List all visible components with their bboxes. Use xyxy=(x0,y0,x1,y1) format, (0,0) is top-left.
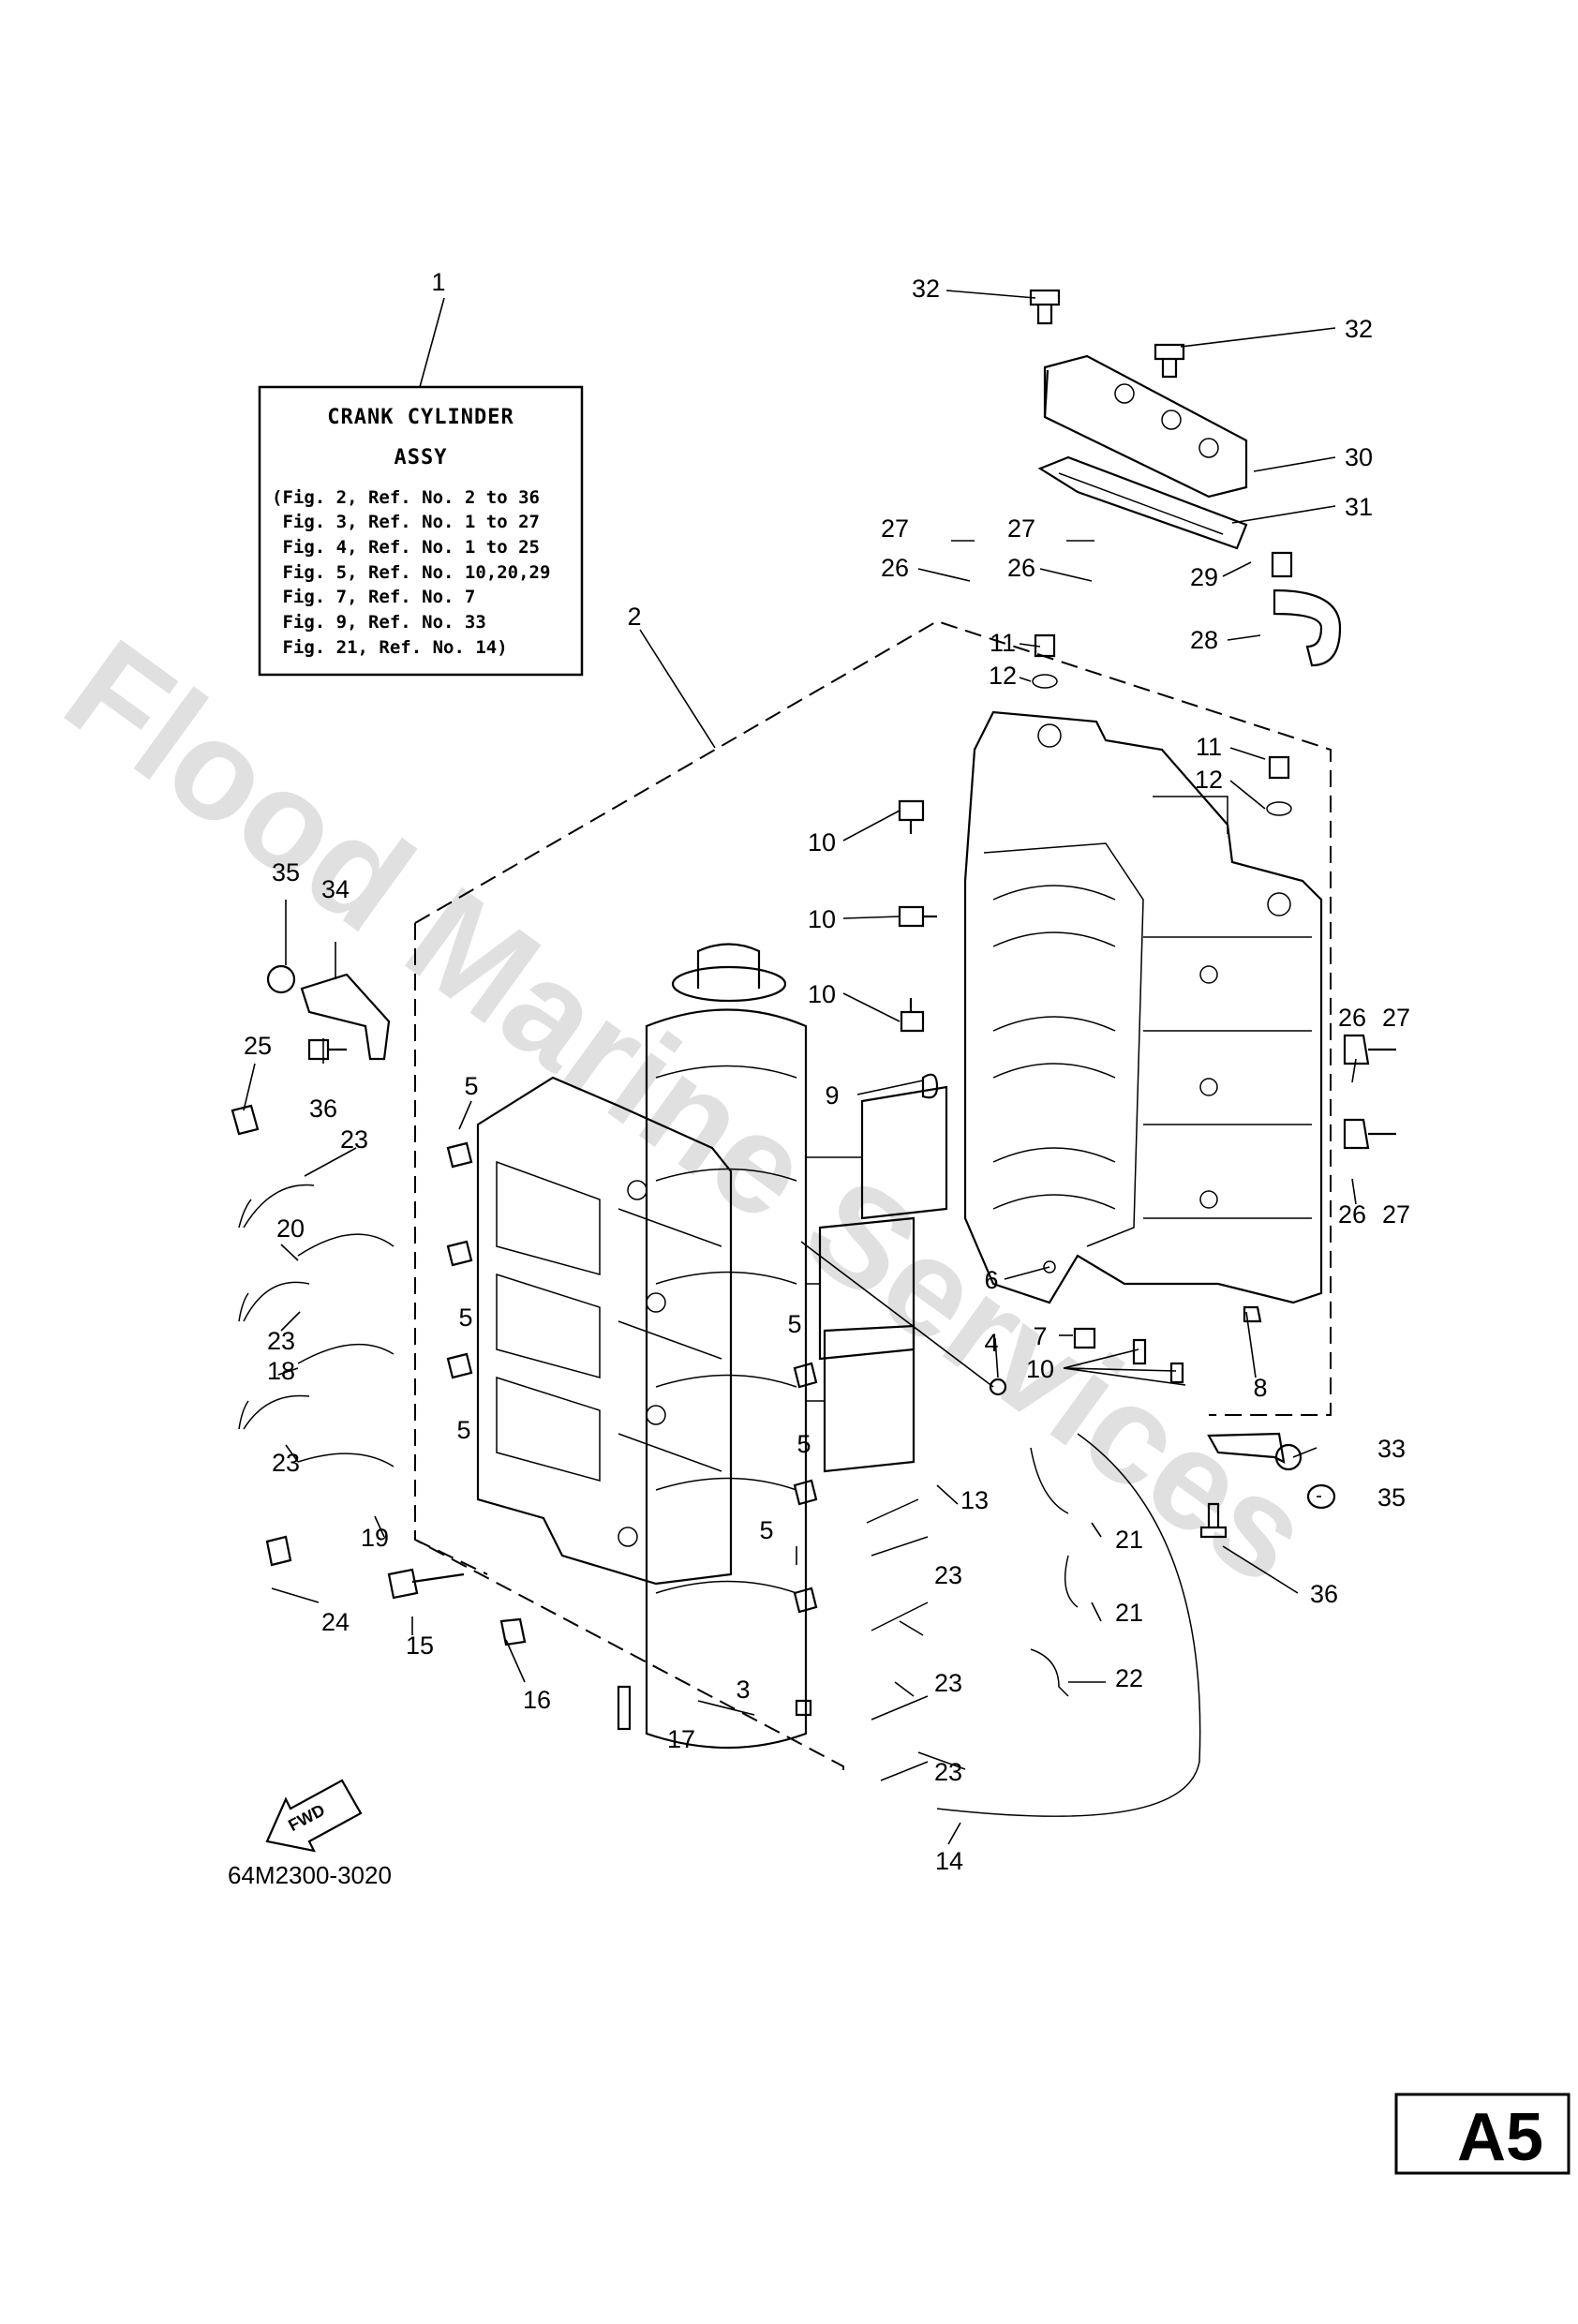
callout-32: 32 xyxy=(1345,315,1373,343)
callout-17: 17 xyxy=(667,1725,695,1753)
callout-27: 27 xyxy=(1382,1200,1410,1229)
assembly-info-box: CRANK CYLINDER ASSY (Fig. 2, Ref. No. 2 … xyxy=(258,385,584,677)
fittings xyxy=(446,1141,818,1614)
callout-29: 29 xyxy=(1190,563,1218,591)
callout-16: 16 xyxy=(523,1686,551,1714)
callout-21: 21 xyxy=(1115,1526,1143,1554)
callout-35: 35 xyxy=(272,858,300,886)
hoses xyxy=(238,1184,1201,1817)
callout-1: 1 xyxy=(431,268,445,296)
info-box-line: Fig. 9, Ref. No. 33 xyxy=(272,612,486,633)
crankshaft xyxy=(645,943,948,1750)
callout-5: 5 xyxy=(456,1416,470,1444)
cylinder-block xyxy=(476,1076,733,1586)
info-box-line: Fig. 5, Ref. No. 10,20,29 xyxy=(272,562,550,583)
page-label-box: A5 xyxy=(1394,2093,1571,2175)
callout-26: 26 xyxy=(1007,554,1035,582)
diagram-code: 64M2300-3020 xyxy=(228,1861,392,1889)
callout-19: 19 xyxy=(361,1524,389,1552)
callout-5: 5 xyxy=(759,1516,773,1544)
callout-26: 26 xyxy=(1338,1004,1366,1032)
callout-12: 12 xyxy=(1195,766,1223,794)
callout-13: 13 xyxy=(960,1486,989,1514)
fwd-arrow-icon: FWD xyxy=(265,1779,363,1853)
callout-4: 4 xyxy=(984,1329,998,1357)
callout-11: 11 xyxy=(1196,733,1222,761)
callout-26: 26 xyxy=(881,554,909,582)
callout-3: 3 xyxy=(736,1676,750,1704)
info-box-line: Fig. 3, Ref. No. 1 to 27 xyxy=(272,512,540,532)
callout-2: 2 xyxy=(627,603,641,631)
info-box-line: Fig. 7, Ref. No. 7 xyxy=(272,587,475,607)
small-parts xyxy=(231,551,1396,1731)
callout-33: 33 xyxy=(1377,1435,1406,1463)
fwd-label: FWD xyxy=(285,1800,328,1835)
callout-23: 23 xyxy=(934,1758,962,1786)
info-box-line: Fig. 4, Ref. No. 1 to 25 xyxy=(272,537,540,558)
callout-5: 5 xyxy=(796,1430,811,1458)
page-label: A5 xyxy=(1457,2100,1543,2175)
callout-5: 5 xyxy=(464,1072,478,1100)
callout-32: 32 xyxy=(912,275,940,303)
callout-10: 10 xyxy=(808,980,836,1008)
callout-23: 23 xyxy=(934,1669,962,1697)
callout-9: 9 xyxy=(825,1081,839,1110)
callout-34: 34 xyxy=(321,875,350,903)
callout-18: 18 xyxy=(267,1357,295,1385)
callout-10: 10 xyxy=(1026,1355,1054,1383)
callout-23: 23 xyxy=(267,1327,295,1355)
callout-36: 36 xyxy=(1310,1580,1338,1608)
callout-36: 36 xyxy=(309,1095,337,1123)
callout-26: 26 xyxy=(1338,1200,1366,1229)
callout-24: 24 xyxy=(321,1608,350,1636)
info-box-title-line2: ASSY xyxy=(394,446,448,469)
callout-27: 27 xyxy=(881,514,909,543)
callout-14: 14 xyxy=(935,1847,963,1875)
cylinder-cover xyxy=(1037,354,1248,550)
info-box-line: (Fig. 2, Ref. No. 2 to 36 xyxy=(272,487,540,508)
callout-23: 23 xyxy=(340,1125,368,1154)
info-box-title-line1: CRANK CYLINDER xyxy=(327,406,514,429)
callout-27: 27 xyxy=(1382,1004,1410,1032)
callout-5: 5 xyxy=(458,1304,472,1332)
callout-23: 23 xyxy=(934,1561,962,1589)
callout-10: 10 xyxy=(808,905,836,933)
callout-23: 23 xyxy=(272,1449,300,1477)
callout-30: 30 xyxy=(1345,443,1373,471)
callout-27: 27 xyxy=(1007,514,1035,543)
crankcase-block xyxy=(963,710,1323,1304)
callout-10: 10 xyxy=(808,828,836,857)
bolt-32 xyxy=(1154,343,1185,379)
callout-5: 5 xyxy=(787,1310,801,1338)
callout-11: 11 xyxy=(990,629,1016,657)
callout-28: 28 xyxy=(1190,626,1218,654)
leader-lines xyxy=(243,290,1357,1845)
callout-6: 6 xyxy=(984,1266,998,1294)
callout-20: 20 xyxy=(276,1214,305,1243)
callout-7: 7 xyxy=(1033,1322,1047,1350)
assembly-boundary xyxy=(414,619,1332,1771)
callout-15: 15 xyxy=(406,1631,434,1660)
callout-21: 21 xyxy=(1115,1599,1143,1627)
callout-31: 31 xyxy=(1345,493,1373,521)
info-box-line: Fig. 21, Ref. No. 14) xyxy=(272,637,508,658)
callout-22: 22 xyxy=(1115,1664,1143,1692)
bolt-32 xyxy=(1029,289,1061,325)
callout-8: 8 xyxy=(1253,1374,1267,1402)
callout-25: 25 xyxy=(244,1032,272,1060)
callout-12: 12 xyxy=(989,662,1017,690)
callout-35: 35 xyxy=(1377,1483,1406,1512)
